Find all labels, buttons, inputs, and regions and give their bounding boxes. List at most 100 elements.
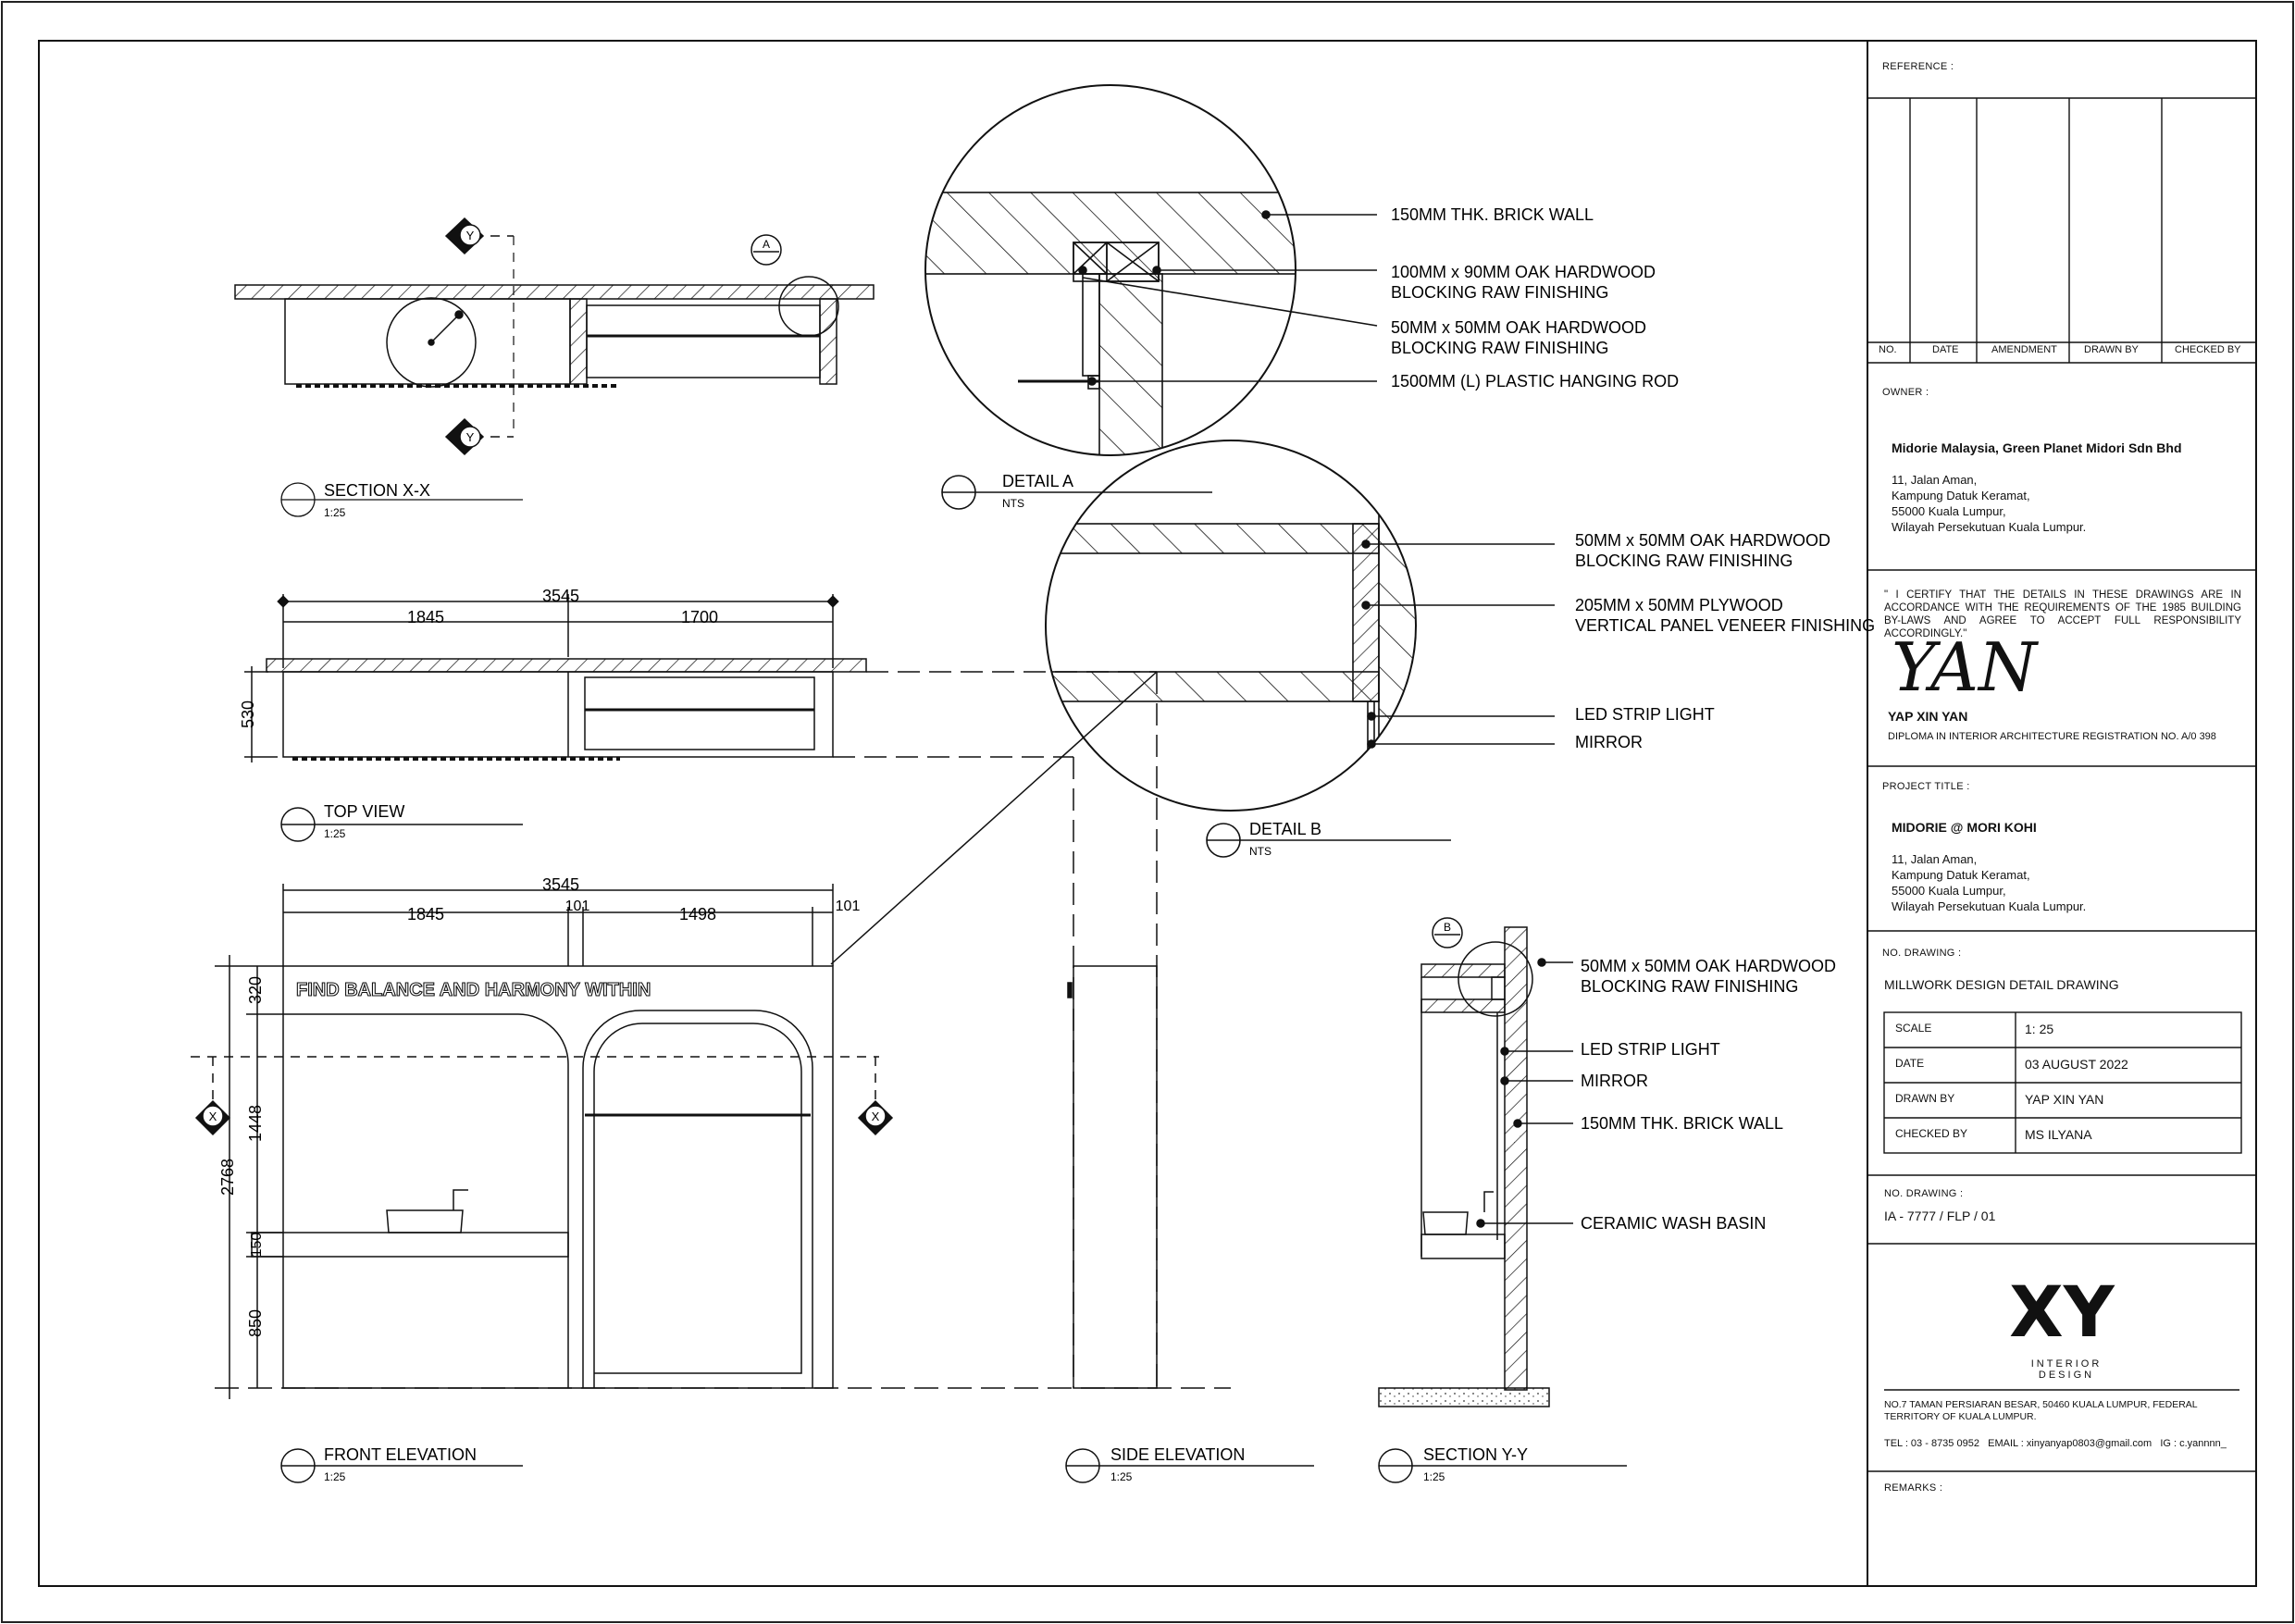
dim-front-door: 1498	[679, 905, 716, 924]
note-b-oak-blocking: 50MM x 50MM OAK HARDWOOD	[1575, 531, 1830, 550]
project-label: PROJECT TITLE :	[1882, 781, 1970, 792]
note-yy-basin: CERAMIC WASH BASIN	[1581, 1214, 1766, 1233]
note-brick-wall: 150MM THK. BRICK WALL	[1391, 205, 1594, 224]
dim-front-150: 150	[249, 1233, 265, 1258]
detail-a-title: DETAIL A	[1002, 472, 1073, 490]
logo-subtitle: INTERIOR DESIGN	[2030, 1358, 2103, 1381]
signer-registration: DIPLOMA IN INTERIOR ARCHITECTURE REGISTR…	[1888, 731, 2216, 742]
detail-tag-b: B	[1444, 921, 1451, 934]
rev-col-checked-by: CHECKED BY	[2175, 344, 2241, 355]
wall-lettering: FIND BALANCE AND HARMONY WITHIN	[296, 980, 651, 1000]
front-elevation-scale: 1:25	[324, 1470, 346, 1483]
side-elevation-title: SIDE ELEVATION	[1110, 1445, 1245, 1464]
note-b-oak-blocking-finish: BLOCKING RAW FINISHING	[1575, 552, 1793, 570]
drawing-number: IA - 7777 / FLP / 01	[1884, 1209, 1996, 1223]
section-xx-title: SECTION X-X	[324, 481, 430, 500]
top-view-title: TOP VIEW	[324, 802, 404, 821]
detail-b-notes: 50MM x 50MM OAK HARDWOOD BLOCKING RAW FI…	[1575, 531, 1875, 751]
section-marker-y-top: Y	[466, 229, 475, 242]
detail-tag-a: A	[763, 238, 770, 251]
owner-label: OWNER :	[1882, 387, 1929, 398]
studio-address: NO.7 TAMAN PERSIARAN BESAR, 50460 KUALA …	[1884, 1399, 2198, 1422]
front-elevation-title: FRONT ELEVATION	[324, 1445, 477, 1464]
dim-front-total: 3545	[542, 875, 579, 894]
dim-front-gap-1: 101	[565, 899, 590, 914]
owner-address-3: 55000 Kuala Lumpur,	[1892, 504, 2006, 518]
project-address-1: 11, Jalan Aman,	[1892, 852, 1978, 866]
section-marker-x-right: X	[872, 1110, 880, 1123]
info-key-date: DATE	[1895, 1057, 1925, 1070]
owner-name: Midorie Malaysia, Green Planet Midori Sd…	[1892, 440, 2182, 455]
detail-b-view	[1045, 440, 1555, 858]
studio-contact: TEL : 03 - 8735 0952 EMAIL : xinyanyap08…	[1884, 1438, 2227, 1449]
info-row-scale: SCALE 1: 25	[1884, 1012, 2241, 1046]
note-yy-mirror: MIRROR	[1581, 1072, 1648, 1090]
rev-col-drawn-by: DRAWN BY	[2084, 344, 2139, 355]
dim-top-depth: 530	[239, 700, 257, 728]
reference-label: REFERENCE :	[1882, 61, 1954, 72]
side-elevation-view	[1065, 965, 1314, 1483]
section-yy-scale: 1:25	[1423, 1470, 1445, 1483]
project-address-3: 55000 Kuala Lumpur,	[1892, 884, 2006, 898]
dim-front-850: 850	[246, 1309, 265, 1337]
info-value-drawn-by: YAP XIN YAN	[2025, 1092, 2104, 1107]
note-yy-oak: 50MM x 50MM OAK HARDWOOD	[1581, 957, 1836, 975]
info-value-scale: 1: 25	[2025, 1022, 2054, 1036]
dim-top-right: 1700	[681, 608, 718, 626]
studio-logo: XY	[2009, 1271, 2115, 1353]
rev-col-amendment: AMENDMENT	[1991, 344, 2057, 355]
note-b-mirror: MIRROR	[1575, 733, 1643, 751]
info-key-checked-by: CHECKED BY	[1895, 1127, 1968, 1140]
top-view-scale: 1:25	[324, 827, 346, 840]
project-address-4: Wilayah Persekutuan Kuala Lumpur.	[1892, 899, 2087, 913]
dim-front-left: 1845	[407, 905, 444, 924]
info-value-date: 03 AUGUST 2022	[2025, 1057, 2128, 1072]
info-row-date: DATE 03 AUGUST 2022	[1884, 1048, 2241, 1081]
side-elevation-scale: 1:25	[1110, 1470, 1133, 1483]
note-yy-oak-finish: BLOCKING RAW FINISHING	[1581, 977, 1798, 996]
info-value-checked-by: MS ILYANA	[2025, 1127, 2092, 1142]
note-oak-blocking-100-finish: BLOCKING RAW FINISHING	[1391, 283, 1608, 302]
note-b-plywood: 205MM x 50MM PLYWOOD	[1575, 596, 1783, 614]
note-hanging-rod: 1500MM (L) PLASTIC HANGING ROD	[1391, 372, 1679, 391]
section-yy-notes: 50MM x 50MM OAK HARDWOOD BLOCKING RAW FI…	[1581, 957, 1836, 1233]
info-key-drawn-by: DRAWN BY	[1895, 1092, 1955, 1105]
note-oak-blocking-50: 50MM x 50MM OAK HARDWOOD	[1391, 318, 1646, 337]
section-xx-view	[234, 217, 875, 456]
section-xx-scale: 1:25	[324, 506, 346, 519]
dim-top-left: 1845	[407, 608, 444, 626]
note-oak-blocking-50-finish: BLOCKING RAW FINISHING	[1391, 339, 1608, 357]
info-row-checked-by: CHECKED BY MS ILYANA	[1884, 1118, 2241, 1151]
section-yy-view	[1378, 917, 1627, 1483]
dim-front-height: 2768	[218, 1159, 237, 1196]
certification-text: " I CERTIFY THAT THE DETAILS IN THESE DR…	[1884, 589, 2241, 639]
owner-address-4: Wilayah Persekutuan Kuala Lumpur.	[1892, 520, 2087, 534]
detail-b-title: DETAIL B	[1249, 820, 1321, 838]
detail-a-view	[924, 84, 1378, 510]
remarks-label: REMARKS :	[1884, 1482, 1943, 1494]
rev-col-date: DATE	[1932, 344, 1959, 355]
detail-a-scale: NTS	[1002, 497, 1024, 510]
info-row-drawn-by: DRAWN BY YAP XIN YAN	[1884, 1083, 2241, 1116]
owner-address-2: Kampung Datuk Keramat,	[1892, 489, 2030, 502]
dim-front-320: 320	[246, 976, 265, 1004]
title-block-frame	[1867, 97, 2256, 1472]
note-b-led: LED STRIP LIGHT	[1575, 705, 1715, 724]
signature-image: YAN	[1892, 628, 2040, 706]
drawing-number-label: NO. DRAWING :	[1884, 1188, 1964, 1199]
project-address-2: Kampung Datuk Keramat,	[1892, 868, 2030, 882]
section-marker-x-left: X	[209, 1110, 217, 1123]
signer-name: YAP XIN YAN	[1888, 709, 1968, 724]
info-key-scale: SCALE	[1895, 1022, 1932, 1035]
drawing-label: NO. DRAWING :	[1882, 948, 1962, 959]
drawing-title: MILLWORK DESIGN DETAIL DRAWING	[1884, 977, 2119, 992]
note-yy-wall: 150MM THK. BRICK WALL	[1581, 1114, 1783, 1133]
note-b-plywood-finish: VERTICAL PANEL VENEER FINISHING	[1575, 616, 1875, 635]
section-yy-title: SECTION Y-Y	[1423, 1445, 1528, 1464]
dim-front-gap-2: 101	[836, 899, 861, 914]
owner-address-1: 11, Jalan Aman,	[1892, 473, 1978, 487]
section-marker-y-bottom: Y	[466, 430, 475, 444]
note-yy-led: LED STRIP LIGHT	[1581, 1040, 1720, 1059]
front-elevation-view	[191, 884, 1231, 1483]
